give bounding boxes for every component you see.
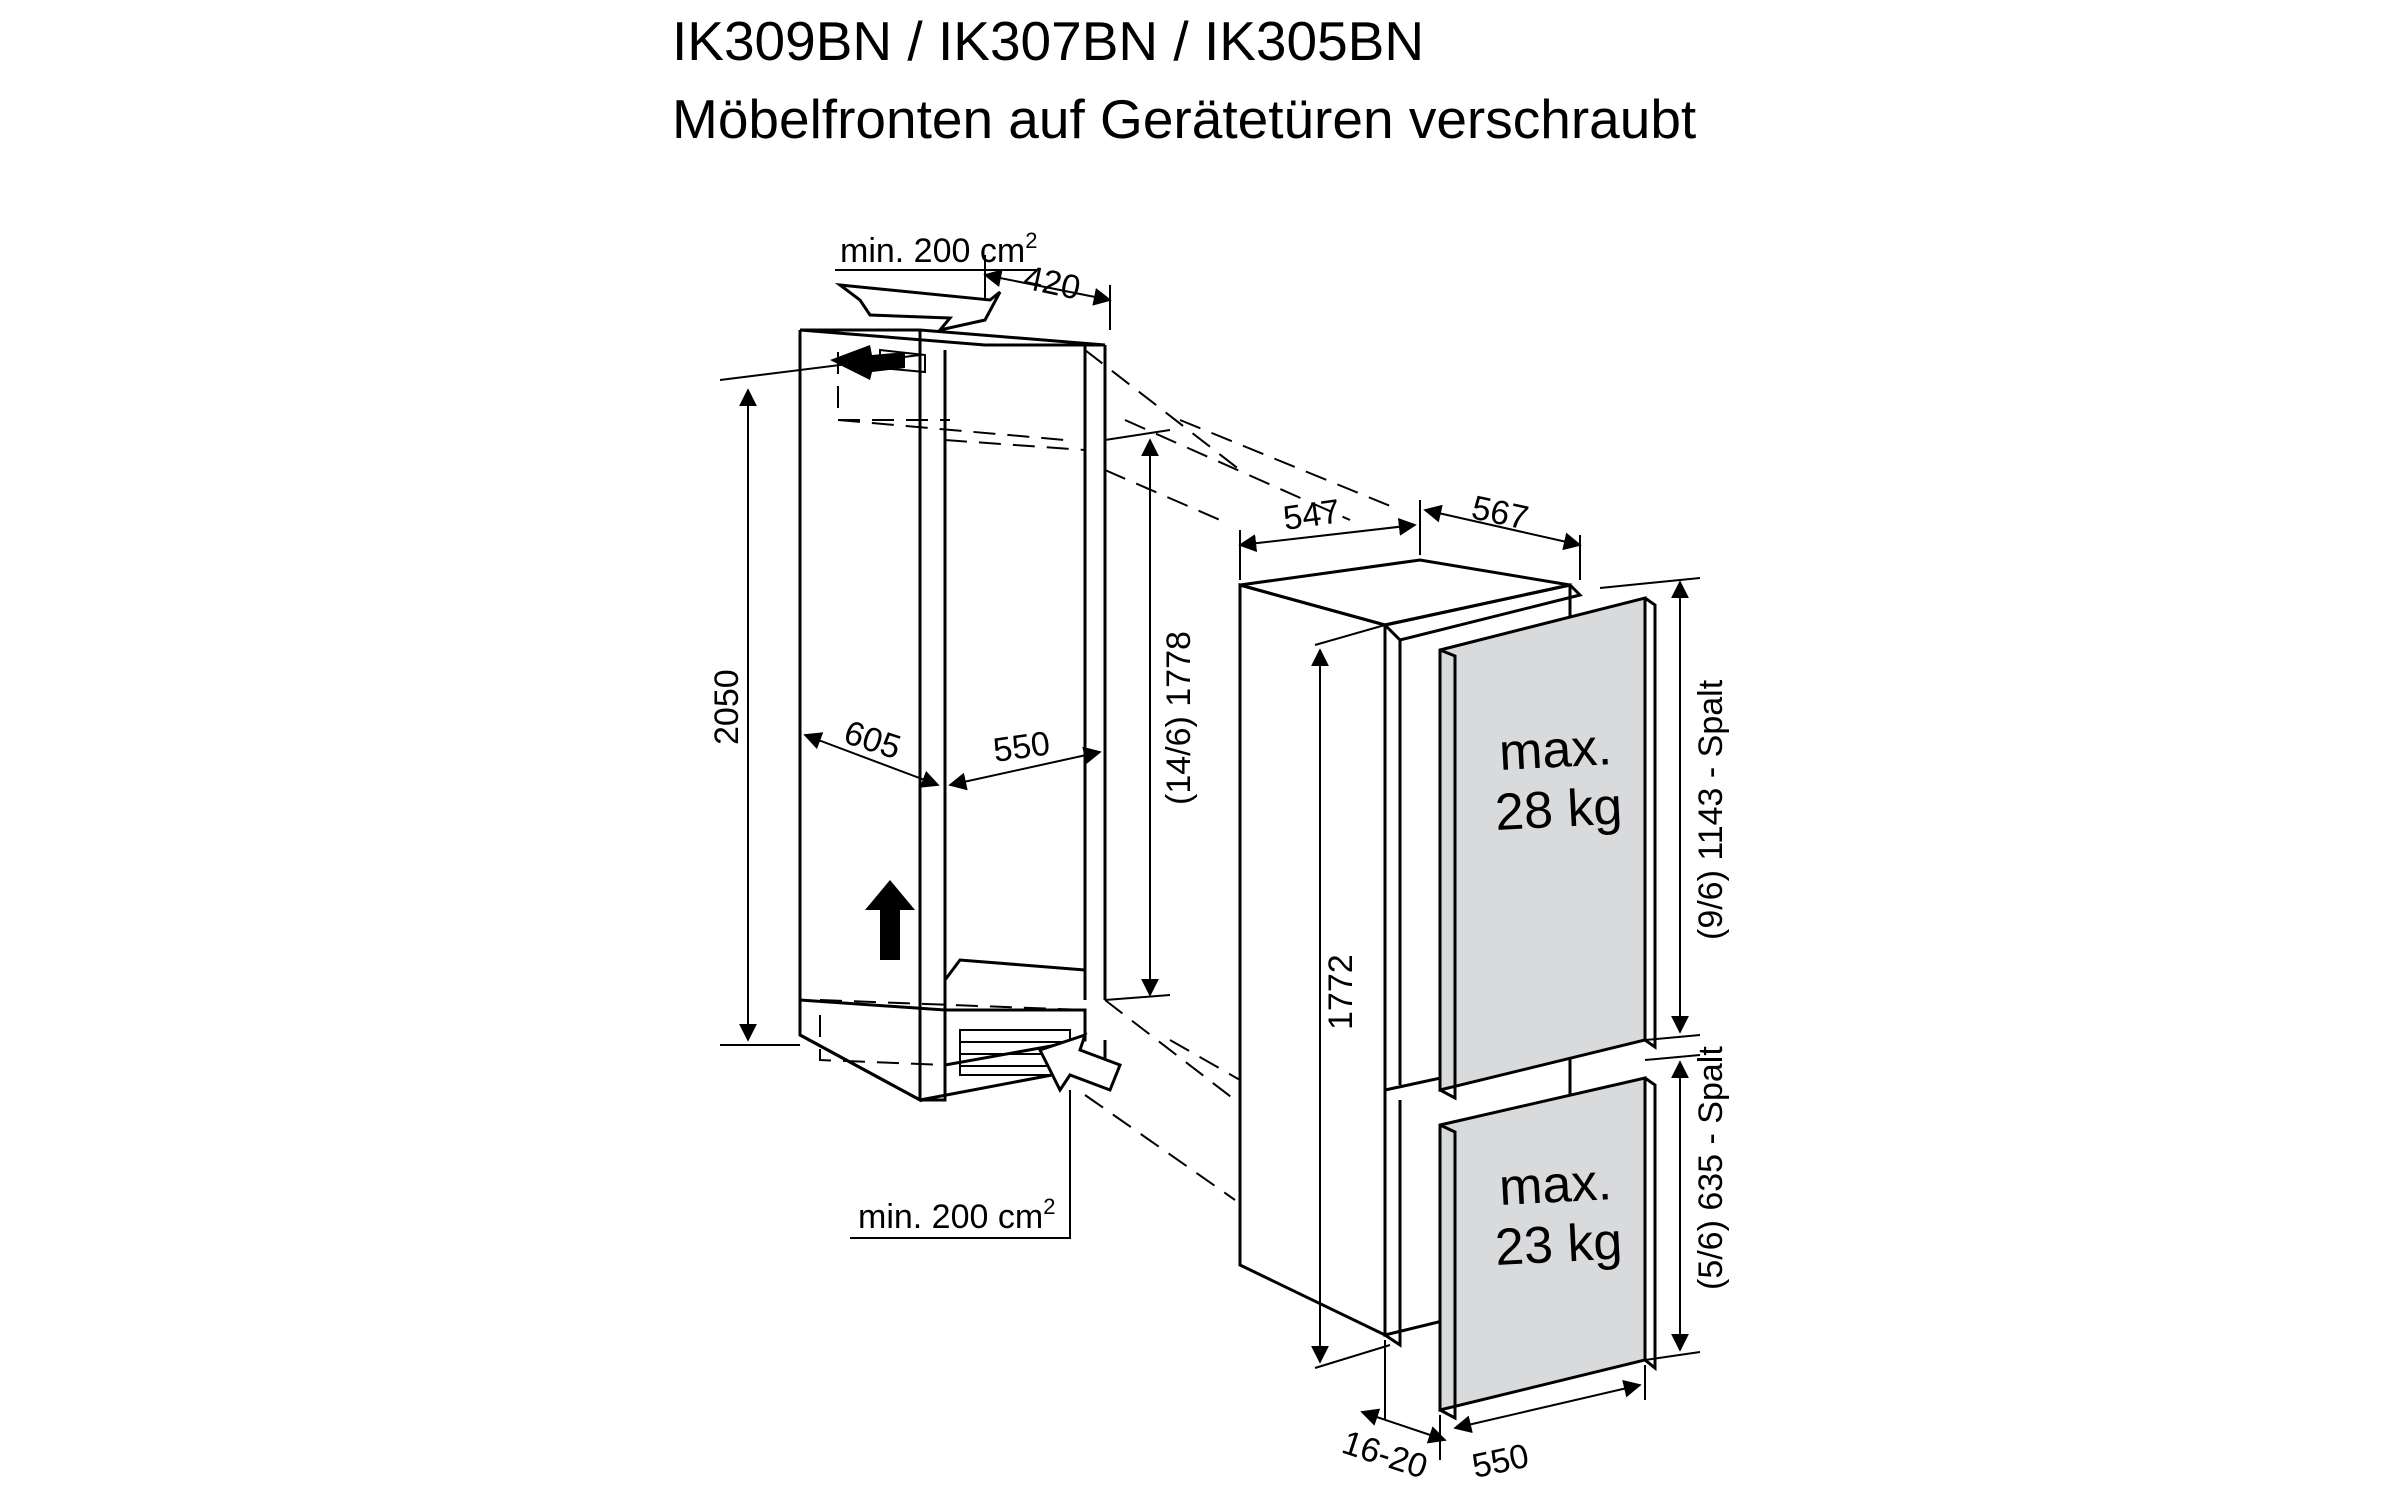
upper-furniture-panel: max. 28 kg [1438,596,1657,1101]
lower-furniture-panel: max. 23 kg [1438,1076,1657,1421]
dim-outer-depth: 605 [803,713,940,788]
lower-panel-max-label: max. [1498,1153,1614,1217]
airflow-top-arrow [830,282,1002,380]
dim-lower-gap-label: (5/6) 635 - Spalt [1692,1046,1730,1290]
dim-inner-width: 550 [948,724,1102,791]
upper-panel-max-label: max. [1498,718,1614,782]
dim-niche-inner-height-label: (14/6) 1778 [1160,631,1198,805]
dim-front-width-label: 550 [1469,1437,1532,1486]
dim-top-depth-label: 420 [1020,259,1083,308]
dim-appliance-depth-label: 547 [1281,492,1342,538]
dim-niche-height: 2050 [708,354,921,1046]
niche-cabinet [798,328,1107,1103]
dim-front-gap-label: 16-20 [1338,1423,1432,1486]
mounting-subtitle: Möbelfronten auf Gerätetüren verschraubt [672,88,1697,150]
vent-top-label: min. 200 cm2 [840,228,1037,270]
dim-niche-inner-height: (14/6) 1778 [1104,429,1198,1001]
vent-bottom-label: min. 200 cm2 [858,1194,1055,1236]
dim-niche-height-label: 2050 [708,669,746,745]
airflow-up-arrow [865,880,915,960]
dim-upper-gap: (9/6) 1143 - Spalt [1599,577,1730,1041]
dim-appliance-width-label: 567 [1468,489,1531,538]
dim-outer-depth-label: 605 [840,713,906,767]
dim-appliance-depth: 547 [1238,492,1421,580]
model-title: IK309BN / IK307BN / IK305BN [672,10,1425,72]
dim-inner-width-label: 550 [991,724,1052,770]
projection-lines [1084,349,1401,1201]
vent-bottom-callout: min. 200 cm2 [850,1090,1071,1239]
upper-panel-weight-label: 28 kg [1494,777,1624,842]
dim-appliance-width: 567 [1423,489,1582,580]
airflow-bottom-arrow [1037,1032,1122,1093]
dim-appliance-height-label: 1772 [1322,954,1360,1030]
vent-top-callout: min. 200 cm2 [835,228,1040,271]
dim-lower-gap: (5/6) 635 - Spalt [1644,1046,1730,1361]
dim-upper-gap-label: (9/6) 1143 - Spalt [1692,679,1730,940]
dim-appliance-height: 1772 [1311,624,1391,1369]
dim-front-gap: 16-20 [1338,1340,1447,1486]
lower-panel-weight-label: 23 kg [1494,1212,1624,1277]
